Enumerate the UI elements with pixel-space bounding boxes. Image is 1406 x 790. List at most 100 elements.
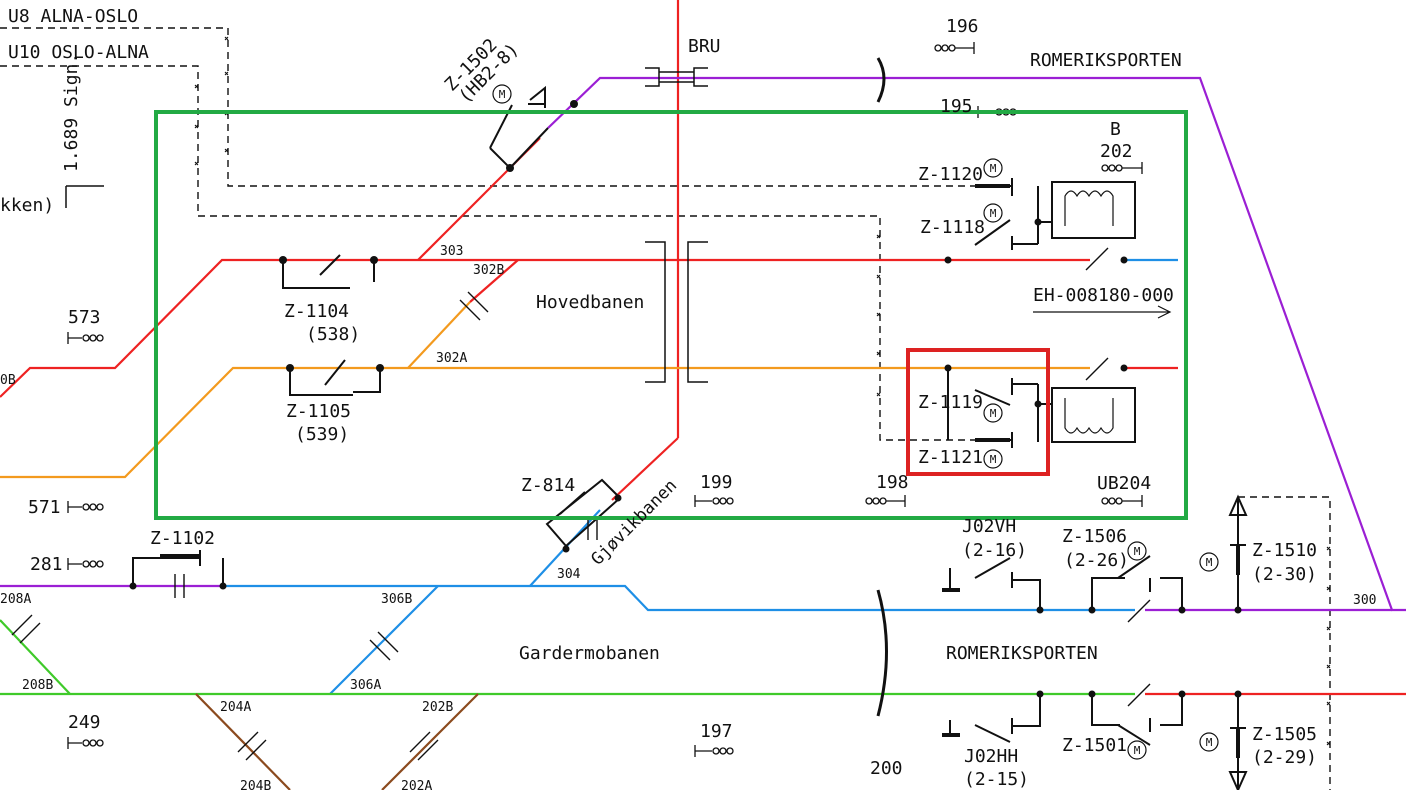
- label-track-302a: 302A: [436, 351, 467, 366]
- label-gardermobanen: Gardermobanen: [519, 643, 660, 664]
- label-track-306a: 306A: [350, 678, 381, 693]
- label-signal-197: 197: [700, 721, 733, 742]
- track-blue-main: [225, 584, 1135, 612]
- label-z1510-sub: (2-30): [1252, 564, 1317, 585]
- track-purple-top: [547, 76, 1406, 612]
- signal-ub204-glyph: [1101, 495, 1143, 507]
- label-track-208a: 208A: [0, 592, 31, 607]
- motor-label: M: [990, 207, 997, 220]
- relay-coils: [1064, 190, 1114, 434]
- label-z1105-sub: (539): [295, 424, 349, 445]
- track-brown-204: [195, 693, 291, 790]
- insulated-joints: [11, 247, 1151, 761]
- label-track-202a: 202A: [401, 779, 432, 790]
- label-romeriksporten-top: ROMERIKSPORTEN: [1030, 50, 1182, 71]
- label-signal-573: 573: [68, 307, 101, 328]
- label-z1118: Z-1118: [920, 217, 985, 238]
- label-signal-198: 198: [876, 472, 909, 493]
- label-j02hh-sub: (2-15): [964, 769, 1029, 790]
- track-orange-group: [0, 301, 1090, 479]
- highlight-box-red: [906, 348, 1050, 476]
- tunnel-portals: [876, 57, 888, 717]
- tunnel-portal-bottom: [876, 589, 888, 717]
- label-u8: U8 ALNA-OSLO: [8, 6, 138, 27]
- label-gjovikbanen: Gjøvikbanen: [587, 476, 681, 570]
- junction-dots: [129, 100, 1242, 698]
- motor-icon-z1119: [983, 403, 1003, 423]
- track-green-group: [0, 619, 1135, 696]
- motor-label: M: [1134, 744, 1141, 757]
- signal-573-glyph: [67, 332, 104, 344]
- label-track-304: 304: [557, 567, 581, 582]
- track-brown-group: [195, 693, 479, 790]
- label-track-303: 303: [440, 244, 463, 259]
- motor-icon-z1510: [1199, 552, 1219, 572]
- label-z1510: Z-1510: [1252, 540, 1317, 561]
- track-gjovik-red: [611, 437, 679, 501]
- motor-symbols: [492, 84, 1219, 760]
- track-red-diag-302b: [469, 259, 519, 303]
- motor-label: M: [990, 453, 997, 466]
- label-z1120: Z-1120: [918, 164, 983, 185]
- motor-icon-z1121: [983, 449, 1003, 469]
- label-j02vh: J02VH: [962, 516, 1016, 537]
- sign-marker: [65, 185, 104, 208]
- label-j02hh: J02HH: [964, 746, 1018, 767]
- label-z1506-sub: (2-26): [1064, 550, 1129, 571]
- label-signal-202-b: B: [1110, 119, 1121, 140]
- motor-icon-z1120: [983, 158, 1003, 178]
- track-orange-main: [0, 366, 1090, 479]
- signal-281-glyph: [67, 558, 104, 570]
- bridge-bru: [645, 67, 708, 87]
- signal-198-glyph: [865, 495, 906, 507]
- label-eh-ref: EH-008180-000: [1033, 285, 1174, 306]
- direction-arrow: [1033, 305, 1172, 319]
- label-track-202b: 202B: [422, 700, 453, 715]
- label-z1119: Z-1119: [918, 392, 983, 413]
- label-track-204a: 204A: [220, 700, 251, 715]
- signal-571-glyph: [67, 501, 104, 513]
- track-purple-group: [0, 76, 1406, 612]
- label-z1121: Z-1121: [918, 447, 983, 468]
- label-signal-281: 281: [30, 554, 63, 575]
- label-signal-ub204: UB204: [1097, 473, 1151, 494]
- label-sign: 1.689 Sign.: [61, 53, 82, 172]
- motor-label: M: [1134, 545, 1141, 558]
- tunnel-portal-top: [876, 57, 886, 103]
- motor-label: M: [990, 162, 997, 175]
- label-bru: BRU: [688, 36, 721, 57]
- motor-label: M: [1206, 736, 1213, 749]
- label-signal-202: 202: [1100, 141, 1133, 162]
- motor-icon-z1502: [492, 84, 512, 104]
- dashed-routes: [0, 27, 1331, 790]
- motor-icon-z1505: [1199, 732, 1219, 752]
- label-signal-199: 199: [700, 472, 733, 493]
- highlight-box-green: [154, 110, 1188, 520]
- signal-197-glyph: [694, 745, 734, 757]
- track-red-group: [0, 0, 1406, 696]
- signal-199-glyph: [694, 495, 734, 507]
- motor-icon-z1506: [1127, 541, 1147, 561]
- motor-label: M: [990, 407, 997, 420]
- motor-icon-z1118: [983, 203, 1003, 223]
- track-hovedbanen-red: [0, 258, 1090, 398]
- label-track-0b: 0B: [0, 373, 16, 388]
- label-z814: Z-814: [521, 475, 575, 496]
- label-z1501: Z-1501: [1062, 735, 1127, 756]
- track-orange-302a: [407, 301, 471, 369]
- dashed-route-ticks: [194, 36, 1331, 746]
- text-labels: U8 ALNA-OSLO U10 OSLO-ALNA 1.689 Sign. k…: [0, 6, 1376, 790]
- label-z1105: Z-1105: [286, 401, 351, 422]
- label-signal-195: 195: [940, 96, 973, 117]
- track-brown-202: [381, 693, 479, 790]
- label-signal-196: 196: [946, 16, 979, 37]
- route-u10: [0, 65, 1010, 441]
- label-romeriksporten-bottom: ROMERIKSPORTEN: [946, 643, 1098, 664]
- label-z1506: Z-1506: [1062, 526, 1127, 547]
- label-signal-249: 249: [68, 712, 101, 733]
- label-track-208b: 208B: [22, 678, 53, 693]
- motor-label: M: [1206, 556, 1213, 569]
- motor-labels: M M M M M M M M M: [499, 88, 1213, 757]
- label-track-306b: 306B: [381, 592, 412, 607]
